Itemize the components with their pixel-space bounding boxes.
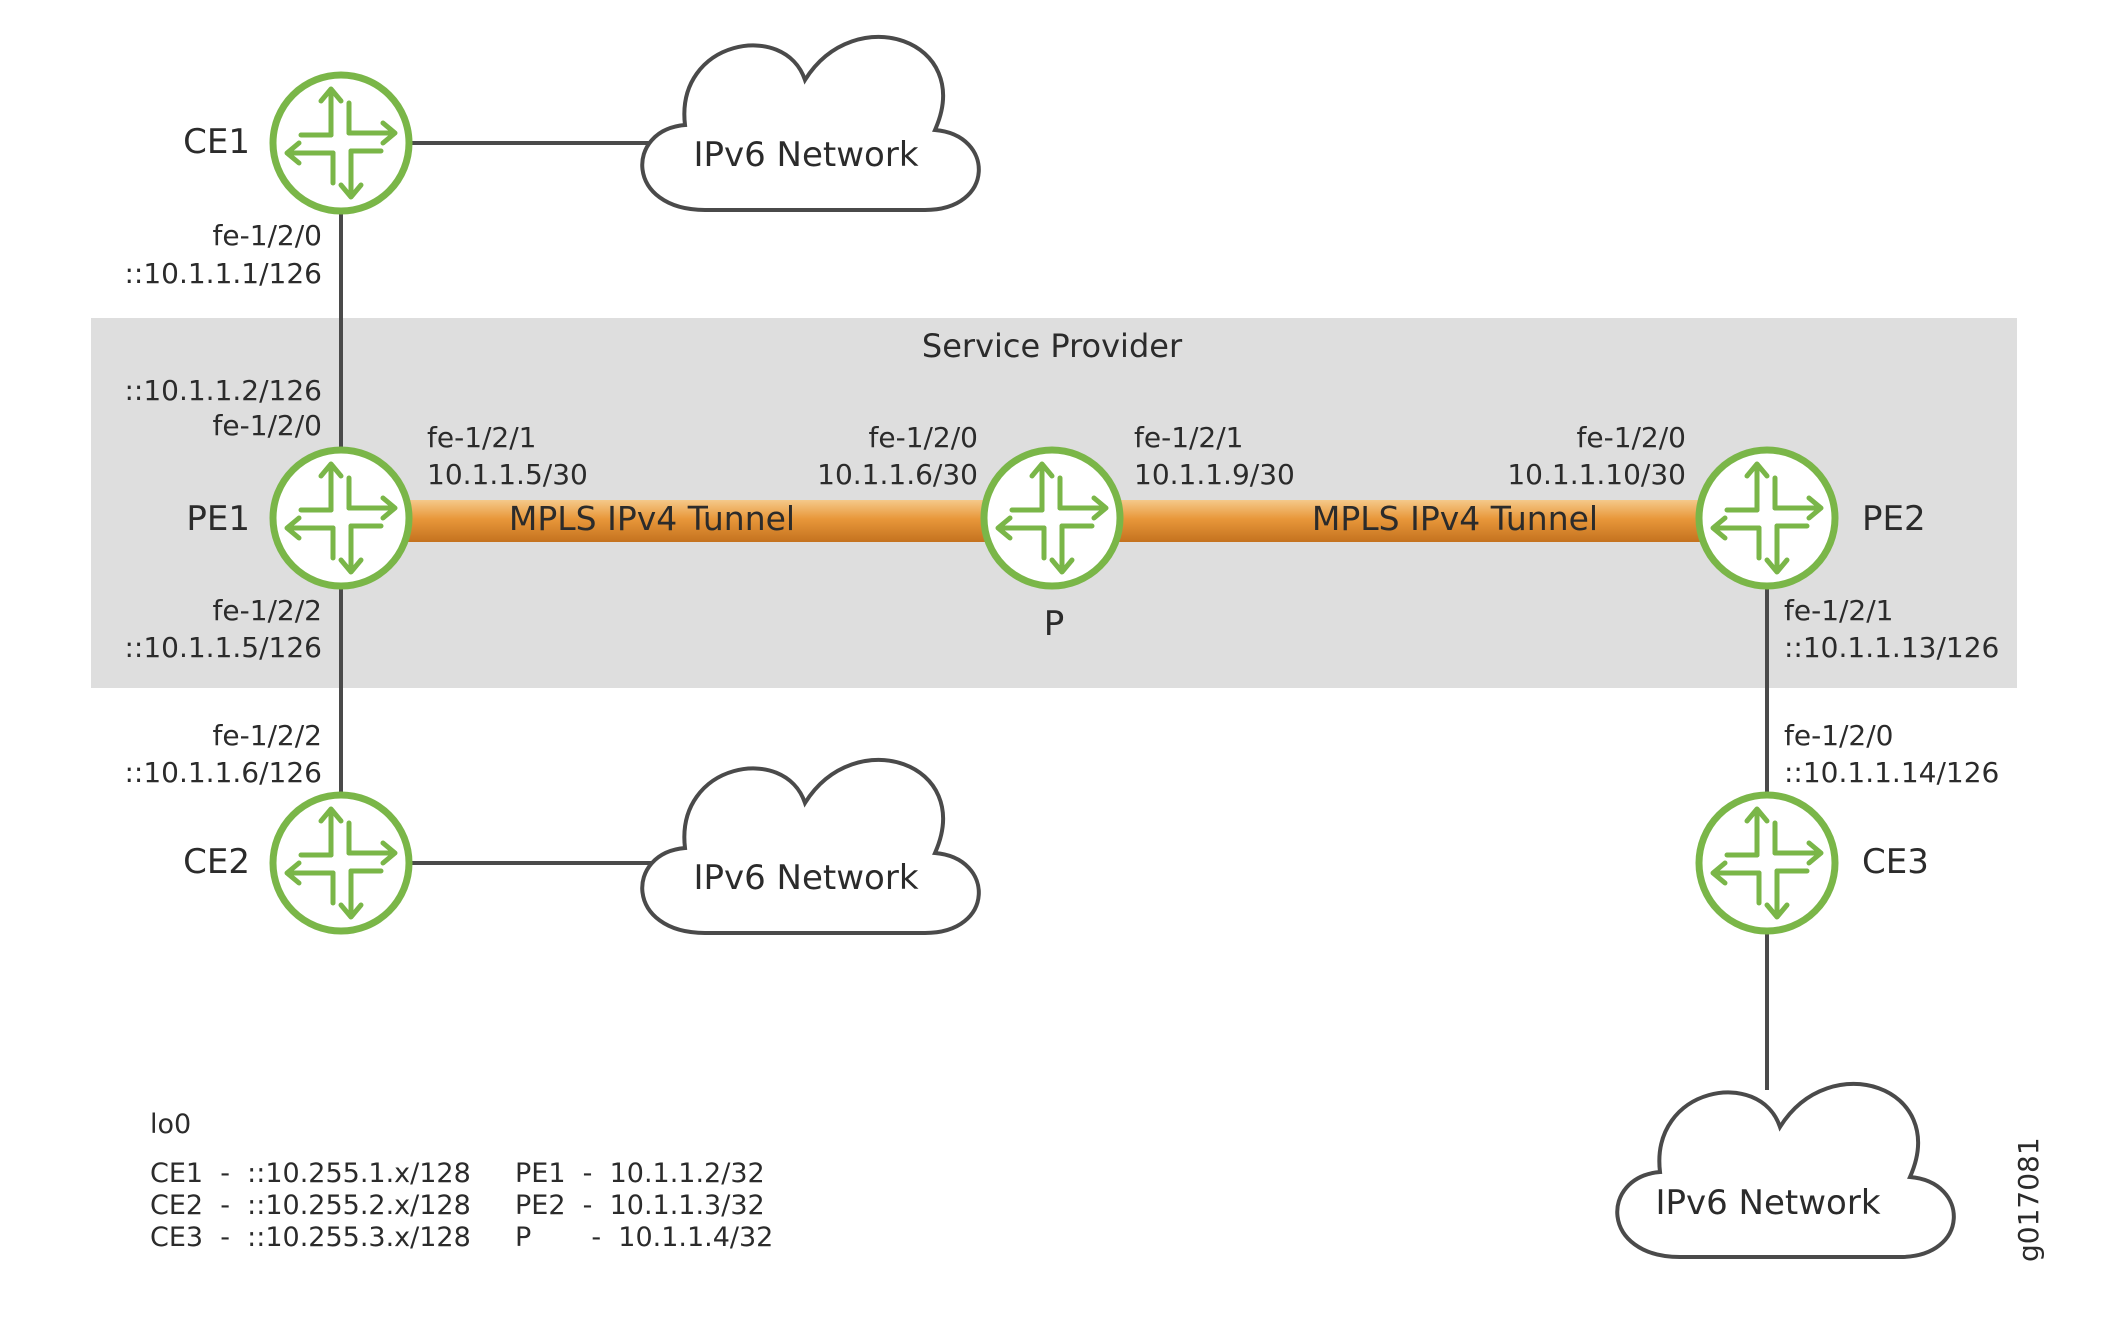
router-pe1-icon — [273, 450, 409, 586]
ce1-address: ::10.1.1.1/126 — [124, 257, 322, 290]
ce1-interface: fe-1/2/0 — [213, 219, 323, 252]
legend-ce-row-2: CE2 - ::10.255.2.x/128 — [150, 1190, 471, 1221]
legend-pe-row-3: P - 10.1.1.4/32 — [515, 1222, 773, 1253]
cloud1-label: IPv6 Network — [693, 135, 918, 175]
p-left-address: 10.1.1.6/30 — [817, 458, 978, 491]
node-label-ce2: CE2 — [183, 842, 250, 882]
cloud2-label: IPv6 Network — [693, 858, 918, 898]
router-ce3-icon — [1699, 795, 1835, 931]
router-ce2-icon — [273, 795, 409, 931]
cloud3-icon — [1615, 1081, 1956, 1259]
ce2-address: ::10.1.1.6/126 — [124, 756, 322, 789]
p-left-interface: fe-1/2/0 — [869, 421, 979, 454]
node-label-p: P — [1044, 604, 1065, 644]
router-p-icon — [984, 450, 1120, 586]
legend-pe-row-1: PE1 - 10.1.1.2/32 — [515, 1158, 765, 1189]
pe2-left-address: 10.1.1.10/30 — [1507, 458, 1686, 491]
service-provider-label: Service Provider — [922, 327, 1183, 365]
pe1-top-address: ::10.1.1.2/126 — [124, 374, 322, 407]
mpls-tunnel-left — [405, 500, 985, 542]
legend-title: lo0 — [150, 1109, 191, 1140]
figure-id: g017081 — [2012, 1137, 2045, 1262]
router-pe2-icon — [1699, 450, 1835, 586]
ce2-interface: fe-1/2/2 — [213, 719, 323, 752]
pe1-top-interface: fe-1/2/0 — [213, 409, 323, 442]
pe2-left-interface: fe-1/2/0 — [1577, 421, 1687, 454]
router-ce1-icon — [273, 75, 409, 211]
legend-pe-row-2: PE2 - 10.1.1.3/32 — [515, 1190, 765, 1221]
mpls-tunnel-right — [1118, 500, 1700, 542]
pe1-bottom-address: ::10.1.1.5/126 — [124, 631, 322, 664]
cloud2-icon — [640, 757, 981, 935]
pe1-right-address: 10.1.1.5/30 — [427, 458, 588, 491]
node-label-ce3: CE3 — [1862, 842, 1929, 882]
legend-ce-row-3: CE3 - ::10.255.3.x/128 — [150, 1222, 471, 1253]
pe1-right-interface: fe-1/2/1 — [427, 421, 537, 454]
node-label-pe1: PE1 — [186, 499, 250, 539]
cloud3-label: IPv6 Network — [1655, 1183, 1880, 1223]
pe1-bottom-interface: fe-1/2/2 — [213, 594, 323, 627]
legend-ce-row-1: CE1 - ::10.255.1.x/128 — [150, 1158, 471, 1189]
ce3-interface: fe-1/2/0 — [1784, 719, 1894, 752]
p-right-interface: fe-1/2/1 — [1134, 421, 1244, 454]
p-right-address: 10.1.1.9/30 — [1134, 458, 1295, 491]
node-label-pe2: PE2 — [1862, 499, 1926, 539]
ce3-address: ::10.1.1.14/126 — [1784, 756, 1999, 789]
pe2-bottom-address: ::10.1.1.13/126 — [1784, 631, 1999, 664]
tunnel-left-label: MPLS IPv4 Tunnel — [509, 499, 795, 538]
cloud1-icon — [640, 34, 981, 212]
pe2-bottom-interface: fe-1/2/1 — [1784, 594, 1894, 627]
tunnel-right-label: MPLS IPv4 Tunnel — [1312, 499, 1598, 538]
node-label-ce1: CE1 — [183, 122, 250, 162]
